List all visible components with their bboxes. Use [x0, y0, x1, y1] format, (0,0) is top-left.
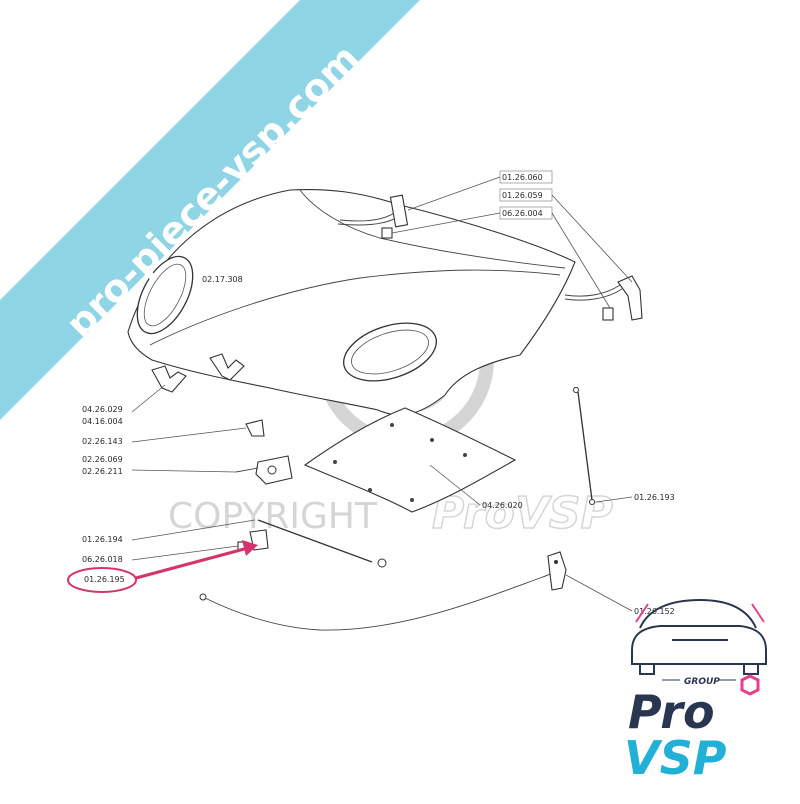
hinge-callouts: 01.26.060 01.26.059 06.26.004: [391, 170, 633, 309]
buffer-left: [381, 227, 393, 239]
label-air-intake-2: 04.16.004: [82, 417, 123, 426]
label-hood: 02.17.308: [202, 275, 243, 284]
label-clip: 06.26.018: [82, 555, 123, 564]
prop-rod-part: [573, 387, 595, 505]
label-prop-rod: 01.26.193: [634, 493, 675, 502]
hood-left-headlight-cutout: [136, 255, 194, 335]
highlight-ellipse: [67, 567, 137, 593]
logo-vsp-text: VSP: [624, 731, 727, 785]
label-release-cable: 01.26.195: [84, 575, 125, 584]
lock-part: [235, 455, 293, 485]
buffer-right: [602, 307, 614, 321]
label-lock-2: 02.26.211: [82, 467, 123, 476]
hood-right-headlight-cutout: [342, 322, 438, 382]
release-handle-part: [547, 551, 567, 591]
air-intake-grille: [209, 353, 245, 381]
insulation-pad-part: [303, 407, 517, 513]
label-catch-plate: 02.26.143: [82, 437, 123, 446]
logo-group-text: GROUP: [684, 677, 720, 687]
logo-hex-bolt-icon: [740, 674, 760, 696]
banner-stripe: [0, 0, 420, 420]
hinge-assembly: [337, 194, 643, 321]
catch-plate-part: [245, 419, 265, 437]
logo-pro-text: Pro: [628, 685, 715, 739]
air-intake-part: [151, 365, 187, 393]
provsp-logo: GROUP Pro VSP: [624, 598, 767, 785]
highlight-arrow: [135, 540, 258, 580]
label-hinge-right: 01.26.059: [502, 191, 543, 200]
label-hinge-bracket-left: 01.26.060: [502, 173, 543, 182]
watermark-copyright-text: COPYRIGHT: [168, 496, 378, 537]
label-cable-guide: 01.26.194: [82, 535, 123, 544]
cable-guide-part: [257, 519, 387, 568]
hood-panel: [127, 188, 576, 416]
watermark-brand-text: ProVSP: [432, 488, 613, 539]
label-lock-1: 02.26.069: [82, 455, 123, 464]
label-insulation-pad: 04.26.020: [482, 501, 523, 510]
release-cable-part: [199, 565, 561, 631]
label-air-intake-1: 04.26.029: [82, 405, 123, 414]
label-buffer: 06.26.004: [502, 209, 543, 218]
car-outline-icon: [631, 598, 767, 675]
